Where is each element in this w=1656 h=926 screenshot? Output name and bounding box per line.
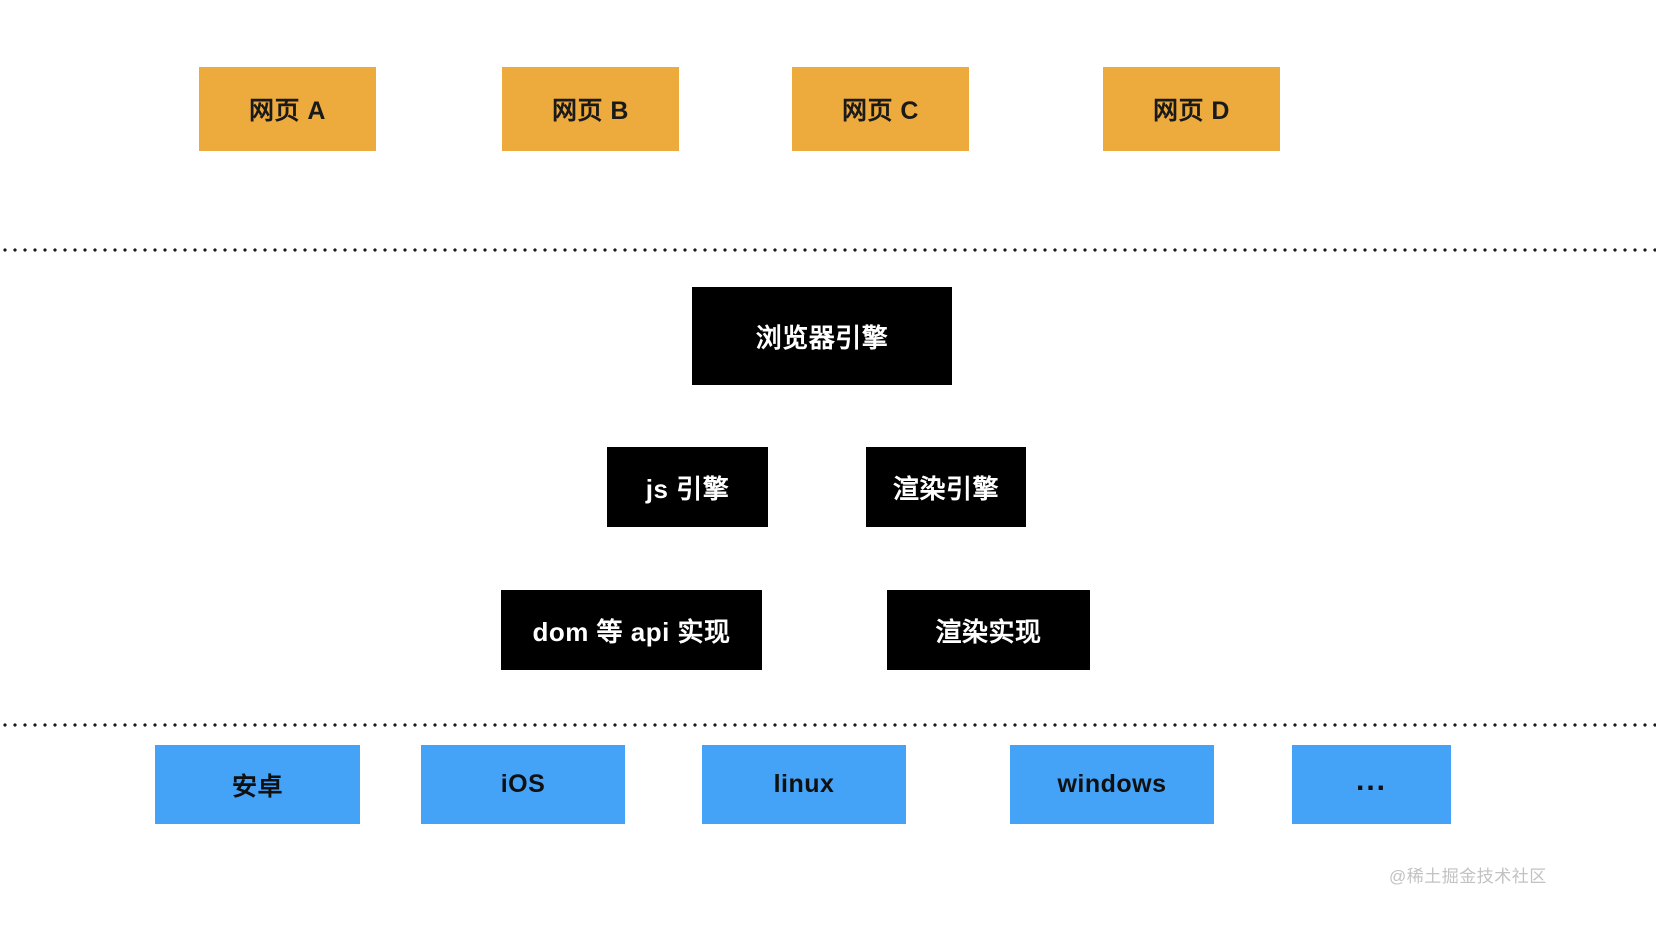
js-engine-node[interactable]: js 引擎: [607, 447, 768, 527]
os-node-windows[interactable]: windows: [1010, 745, 1214, 824]
web-page-node-a[interactable]: 网页 A: [199, 67, 376, 151]
browser-engine-node[interactable]: 浏览器引擎: [692, 287, 952, 385]
os-node-android[interactable]: 安卓: [155, 745, 360, 824]
render-impl-node[interactable]: 渲染实现: [887, 590, 1090, 670]
os-node-more[interactable]: ...: [1292, 745, 1451, 824]
watermark: @稀土掘金技术社区: [1389, 867, 1547, 886]
os-node-ios[interactable]: iOS: [421, 745, 625, 824]
dom-api-impl-node[interactable]: dom 等 api 实现: [501, 590, 762, 670]
web-engine-divider: [0, 248, 1656, 252]
web-page-node-c[interactable]: 网页 C: [792, 67, 969, 151]
web-page-node-b[interactable]: 网页 B: [502, 67, 679, 151]
render-engine-node[interactable]: 渲染引擎: [866, 447, 1026, 527]
engine-os-divider: [0, 723, 1656, 727]
os-node-linux[interactable]: linux: [702, 745, 906, 824]
web-page-node-d[interactable]: 网页 D: [1103, 67, 1280, 151]
